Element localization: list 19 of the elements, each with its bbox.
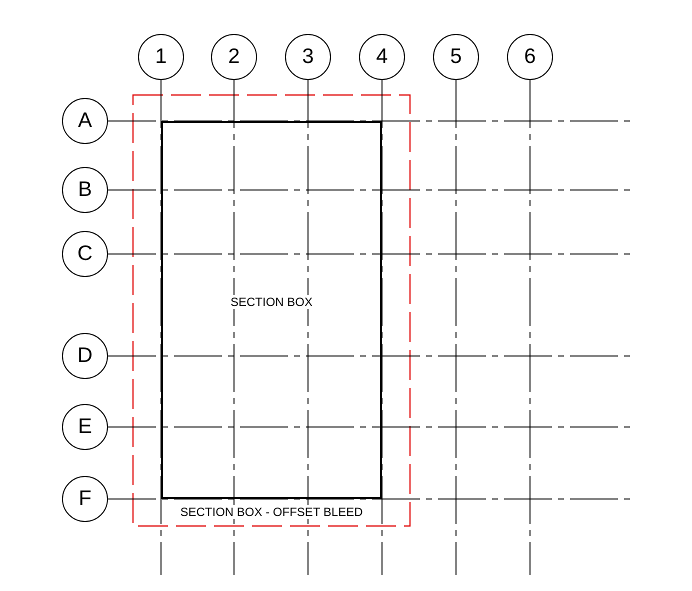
grid-bubble: 6 <box>507 34 553 80</box>
grid-bubble: 4 <box>359 34 405 80</box>
grid-line <box>108 120 632 122</box>
grid-bubble: 5 <box>433 34 479 80</box>
grid-bubble: A <box>62 98 108 144</box>
box-label: SECTION BOX <box>228 295 314 309</box>
grid-line <box>108 426 632 428</box>
grid-bubble: 3 <box>285 34 331 80</box>
grid-bubble: D <box>62 333 108 379</box>
section-box <box>161 121 382 499</box>
grid-line <box>160 80 162 576</box>
grid-bubble: 2 <box>211 34 257 80</box>
grid-bubble: C <box>62 231 108 277</box>
grid-line <box>108 498 632 500</box>
grid-bubble: F <box>62 476 108 522</box>
grid-bubble: B <box>62 167 108 213</box>
boundary-label: SECTION BOX - OFFSET BLEED <box>178 505 365 519</box>
grid-bubble: 1 <box>138 34 184 80</box>
grid-bubble: E <box>62 404 108 450</box>
